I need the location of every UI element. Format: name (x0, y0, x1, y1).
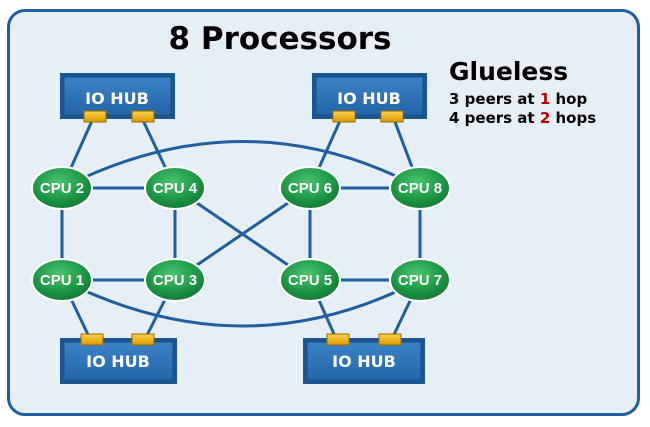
topology-subtitle: Glueless (449, 57, 568, 86)
cpu-node-8: CPU 8 (389, 166, 451, 210)
cpu-label: CPU 4 (153, 180, 198, 197)
io-hub-bottom-right: IO HUB (303, 333, 425, 384)
port-connector (326, 333, 350, 346)
port-connector (378, 333, 402, 346)
cpu-node-5: CPU 5 (279, 258, 341, 302)
link-cpu3-cpu6 (174, 186, 311, 282)
interconnect-links (60, 113, 422, 344)
io-hub-top-left: IO HUB (60, 73, 175, 123)
io-hub-bottom-left: IO HUB (60, 333, 177, 384)
cpu-node-3: CPU 3 (144, 258, 206, 302)
cpu-label: CPU 8 (398, 180, 442, 197)
cpu-label: CPU 7 (398, 272, 442, 289)
io-hub-label: IO HUB (85, 89, 149, 108)
port-connector (131, 333, 155, 346)
cpu-label: CPU 1 (40, 272, 84, 289)
io-hub-label: IO HUB (337, 89, 401, 108)
cpu-node-7: CPU 7 (389, 258, 451, 302)
cpu-label: CPU 5 (288, 272, 332, 289)
port-connector (380, 110, 404, 123)
cpu-label: CPU 2 (40, 180, 84, 197)
io-hub-label: IO HUB (332, 352, 396, 371)
port-connector (332, 110, 356, 123)
peers-two-hops: 4 peers at 2 hops (449, 109, 596, 127)
io-hub-label: IO HUB (86, 352, 150, 371)
cpu-node-1: CPU 1 (31, 258, 93, 302)
link-cpu1-cpu7-loop (61, 278, 421, 328)
link-cpu2-cpu8-loop (61, 140, 421, 190)
cpu-label: CPU 6 (288, 180, 332, 197)
diagram-title: 8 Processors (168, 21, 391, 57)
port-connector (131, 110, 155, 123)
io-hub-top-right: IO HUB (312, 73, 427, 123)
peers-one-hop: 3 peers at 1 hop (449, 90, 587, 108)
port-connector (80, 333, 104, 346)
cpu-label: CPU 3 (153, 272, 197, 289)
cpu-node-2: CPU 2 (31, 166, 93, 210)
port-connector (83, 110, 107, 123)
cpu-node-4: CPU 4 (144, 166, 206, 210)
cpu-node-6: CPU 6 (279, 166, 341, 210)
